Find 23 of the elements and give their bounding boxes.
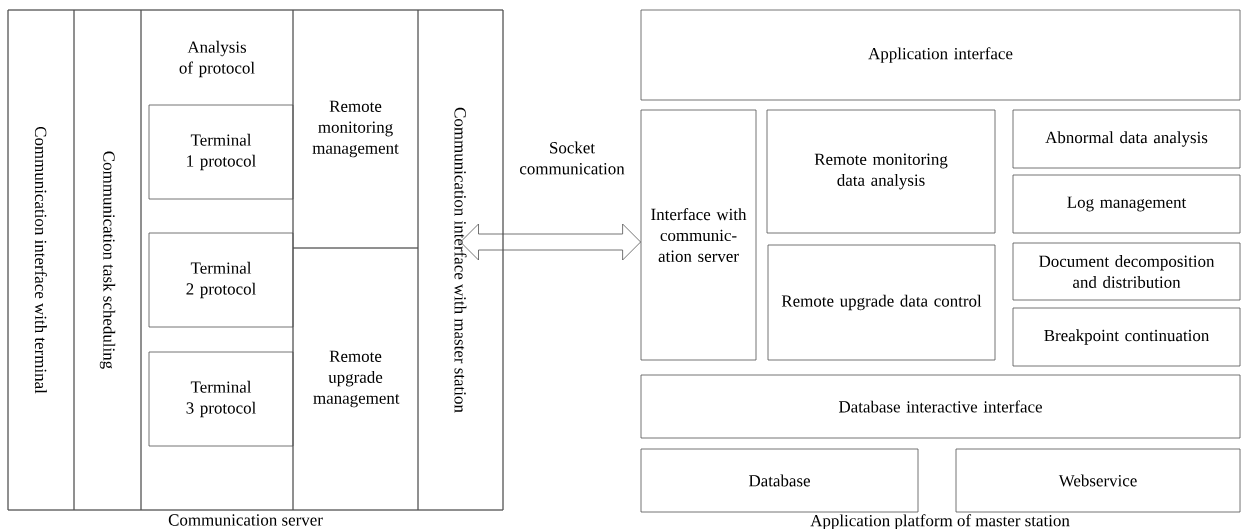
module-box: Webservice [955, 448, 1241, 513]
node-label: Communication server [168, 514, 323, 526]
module-box: Terminal 3 protocol [148, 351, 294, 447]
module-box: Remote monitoring data analysis [766, 109, 996, 234]
module-box: Breakpoint continuation [1012, 307, 1241, 367]
module-box: Terminal 2 protocol [148, 232, 294, 328]
module-box: Interface with communic- ation server [640, 109, 757, 361]
module-box: Database [640, 448, 919, 513]
module-box: Remote upgrade management [292, 247, 419, 511]
module-box: Abnormal data analysis [1012, 109, 1241, 169]
module-box: Remote upgrade data control [767, 244, 996, 361]
caption: Application platform of master station [810, 514, 1070, 529]
layer-column: Communication interface with master station [417, 9, 504, 511]
module-box: Log management [1012, 174, 1241, 234]
module-box: Document decomposition and distribution [1012, 242, 1241, 301]
module-box: Remote monitoring management [292, 9, 419, 249]
layer-column: Communication interface with terminal [7, 9, 75, 511]
module-box: Terminal 1 protocol [148, 104, 294, 200]
double-arrow [460, 223, 641, 261]
layer-column: Communication task scheduling [73, 9, 142, 511]
module-box: Application interface [640, 9, 1241, 101]
edge-label: Socket communication [511, 140, 633, 176]
module-box: Database interactive interface [640, 374, 1241, 439]
